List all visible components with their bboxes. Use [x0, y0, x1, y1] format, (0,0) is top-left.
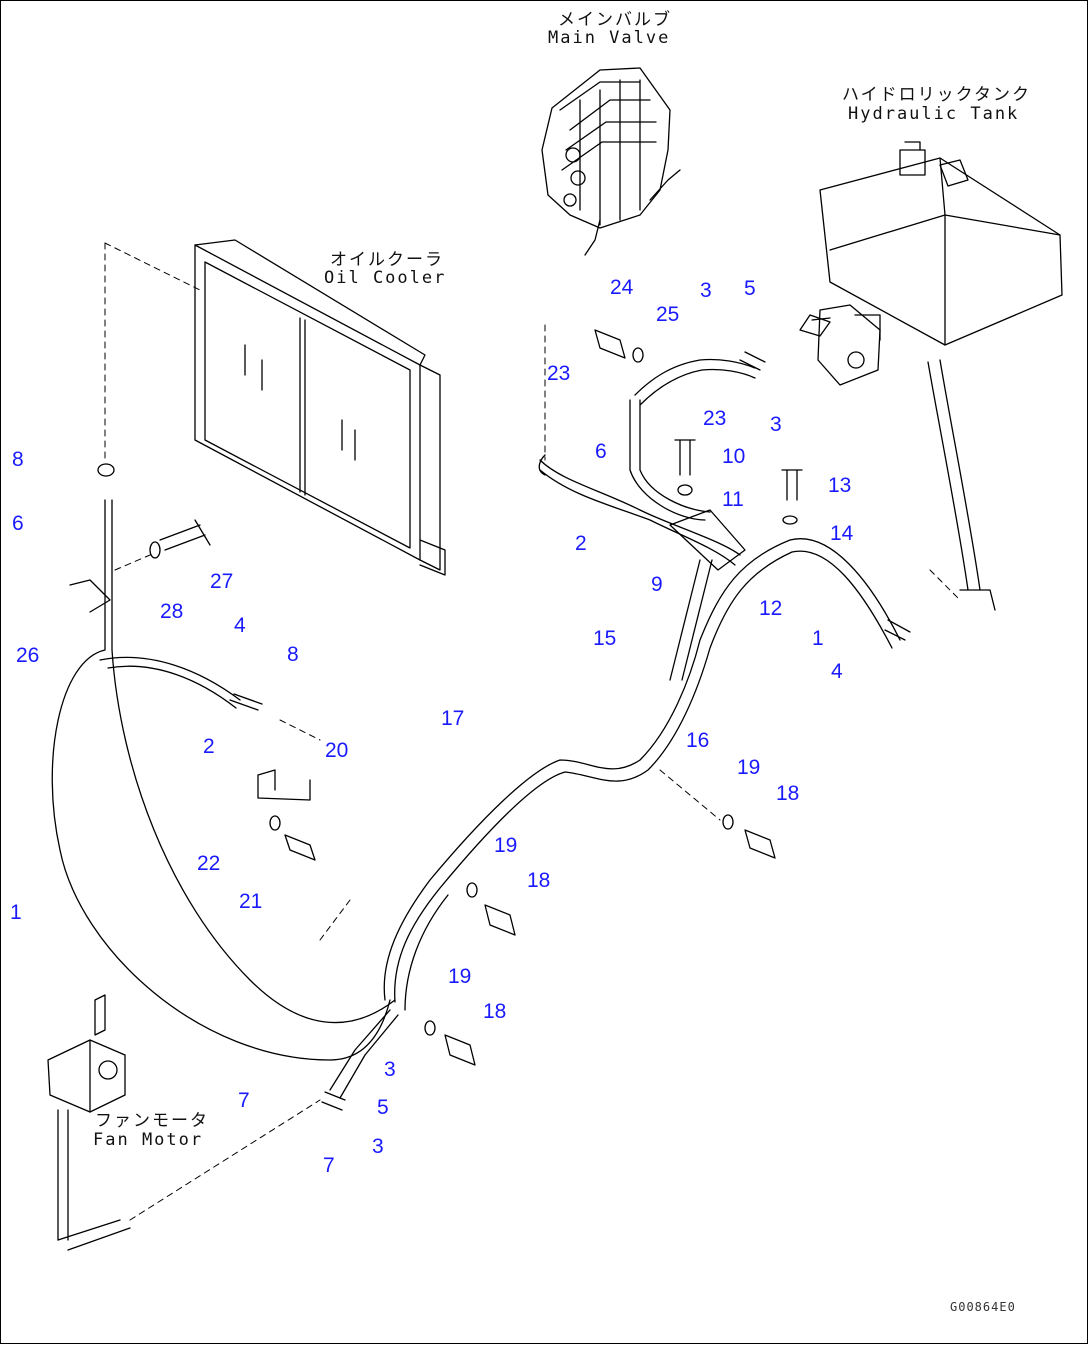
callout: 15 — [593, 627, 617, 650]
callout: 27 — [210, 570, 234, 593]
callout: 6 — [595, 440, 607, 463]
callout: 8 — [287, 643, 299, 666]
hydraulic-tank-label-en: Hydraulic Tank — [848, 104, 1020, 124]
callout: 28 — [160, 600, 184, 623]
callout: 6 — [12, 512, 24, 535]
callout: 19 — [494, 834, 518, 857]
hydraulic-tank-illustration — [811, 141, 1063, 386]
main-valve-label-en: Main Valve — [548, 28, 671, 48]
callout: 25 — [656, 303, 680, 326]
callout: 11 — [722, 488, 744, 511]
callout: 12 — [759, 597, 783, 620]
callout: 18 — [527, 869, 551, 892]
oil-cooler-label-en: Oil Cooler — [324, 268, 447, 288]
callout: 13 — [828, 474, 852, 497]
callout: 14 — [830, 522, 854, 545]
callout: 24 — [610, 276, 634, 299]
callout: 26 — [16, 644, 40, 667]
fan-motor-illustration — [47, 994, 131, 1251]
callout: 16 — [686, 729, 710, 752]
callout: 4 — [234, 614, 246, 637]
callout: 3 — [770, 413, 782, 436]
fan-motor-label-en: Fan Motor — [93, 1130, 204, 1150]
callout: 7 — [323, 1154, 335, 1177]
callout: 21 — [239, 890, 263, 913]
callout: 5 — [377, 1096, 389, 1119]
callout: 1 — [812, 627, 824, 650]
drawing-number: G00864E0 — [950, 1300, 1016, 1314]
callout: 5 — [744, 277, 756, 300]
callout: 9 — [651, 573, 663, 596]
callout: 20 — [325, 739, 349, 762]
callout: 3 — [384, 1058, 396, 1081]
main-valve-illustration — [541, 67, 681, 256]
callout: 23 — [547, 362, 571, 385]
callout: 18 — [776, 782, 800, 805]
callout: 17 — [441, 707, 465, 730]
callout: 3 — [372, 1135, 384, 1158]
callout: 8 — [12, 448, 24, 471]
hydraulic-tank-label-jp: ハイドロリックタンク — [842, 85, 1031, 105]
callout: 22 — [197, 852, 221, 875]
callout: 3 — [700, 279, 712, 302]
main-valve-label-jp: メインバルブ — [558, 10, 672, 30]
oil-cooler-illustration — [194, 239, 446, 576]
fan-motor-label-jp: ファンモータ — [95, 1111, 209, 1131]
callout: 19 — [448, 965, 472, 988]
callout: 1 — [10, 901, 22, 924]
callout: 23 — [703, 407, 727, 430]
callout: 18 — [483, 1000, 507, 1023]
callout: 10 — [722, 445, 746, 468]
callout: 2 — [203, 735, 215, 758]
oil-cooler-label-jp: オイルクーラ — [330, 250, 444, 270]
callout: 19 — [737, 756, 761, 779]
callout: 4 — [831, 660, 843, 683]
callout: 7 — [238, 1089, 250, 1112]
callout: 2 — [575, 532, 587, 555]
